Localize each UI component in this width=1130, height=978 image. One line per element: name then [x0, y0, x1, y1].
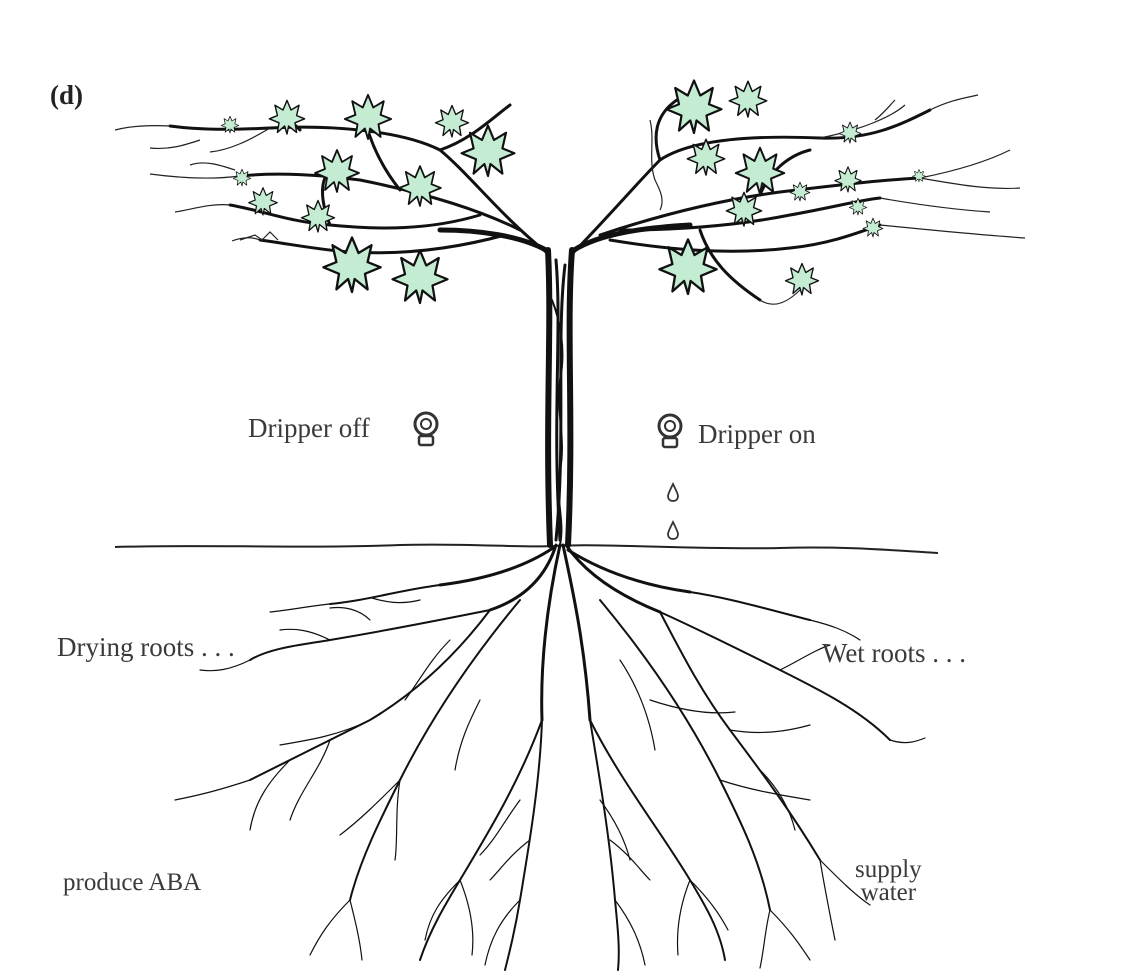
vine-leaf-icon — [232, 168, 252, 187]
vine-leaf-icon — [398, 165, 442, 207]
vine-leaf-icon — [322, 236, 382, 294]
vine-leaf-icon — [789, 181, 811, 202]
ground-line — [114, 543, 939, 554]
wet-roots-label: Wet roots . . . — [822, 638, 967, 668]
vine-leaf-icon — [391, 249, 449, 305]
vine-leaf-icon — [300, 199, 336, 233]
dripper-off-label: Dripper off — [248, 413, 370, 443]
vine-leaf-icon — [460, 124, 516, 178]
vine-leaf-icon — [728, 80, 768, 118]
vine-leaf-icon — [834, 166, 862, 193]
trunk — [437, 222, 693, 548]
vine-leaf-icon — [784, 262, 820, 296]
supply-water-line2: water — [860, 879, 917, 906]
vine-leaf-icon — [912, 169, 926, 183]
root-system — [174, 543, 926, 971]
supply-water-label: supply water — [855, 856, 922, 906]
water-drop-icon — [667, 481, 679, 540]
dripper-on-label: Dripper on — [698, 419, 816, 449]
supply-water-line1: supply — [855, 856, 922, 883]
vine-leaf-icon — [665, 79, 723, 135]
drying-roots-label: Drying roots . . . — [57, 632, 235, 662]
right-canopy-tendrils — [649, 94, 1026, 305]
panel-label: (d) — [50, 80, 83, 110]
vine-leaf-icon — [838, 121, 862, 144]
produce-aba-label: produce ABA — [63, 869, 202, 896]
vine-leaf-icon — [686, 138, 726, 176]
left-canopy-tendrils — [114, 125, 279, 242]
dripper-on-icon — [657, 413, 683, 449]
vine-leaf-icon — [734, 146, 786, 195]
vine-leaf-icon — [658, 238, 718, 296]
vine-leaf-icon — [848, 197, 868, 216]
dripper-off-icon — [413, 411, 439, 447]
vine-leaf-icon — [862, 217, 884, 238]
vine-leaf-icon — [434, 104, 470, 138]
